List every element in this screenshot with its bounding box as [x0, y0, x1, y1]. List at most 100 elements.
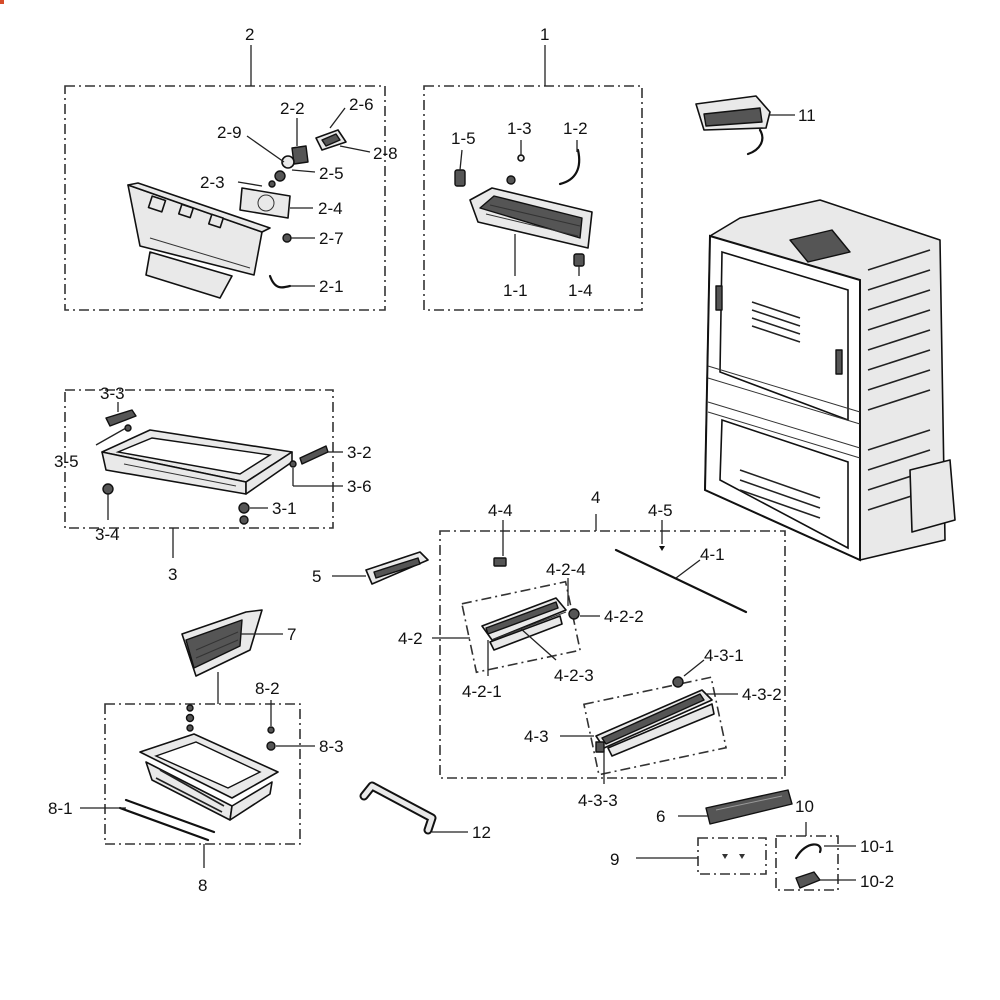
part-label-10-1: 10-1 [860, 837, 894, 856]
sensor-part[interactable] [506, 154, 525, 185]
part-label-7: 7 [287, 625, 296, 644]
connector-part-10-2[interactable] [795, 871, 821, 889]
part-label-8-1: 8-1 [48, 799, 73, 818]
group-10-box [775, 835, 839, 891]
part-label-10-2: 10-2 [860, 872, 894, 891]
leader-4-3-1 [683, 659, 705, 677]
group-4-box [439, 530, 786, 779]
part-label-1-5: 1-5 [451, 129, 476, 148]
harness-wire-part[interactable] [558, 148, 581, 186]
leader-2-5 [291, 169, 316, 173]
small-motor-parts[interactable] [268, 145, 309, 188]
group-1-box [423, 85, 643, 311]
motor-housing-part[interactable] [239, 187, 291, 219]
part-label-2-7: 2-7 [319, 229, 344, 248]
evaporator-cover-part[interactable] [469, 187, 593, 249]
part-label-4-3: 4-3 [524, 727, 549, 746]
subgroup-4-3-box [582, 676, 728, 776]
rail-part-right[interactable] [289, 445, 329, 468]
part-label-2-5: 2-5 [319, 164, 344, 183]
refrigerator-cabinet [703, 199, 956, 562]
rail-part-left[interactable] [105, 409, 137, 432]
wire-part[interactable] [268, 274, 292, 289]
part-label-4-5: 4-5 [648, 501, 673, 520]
leader-1-5 [459, 149, 463, 171]
leader-4-2-3 [519, 627, 557, 661]
part-label-4-2-3: 4-2-3 [554, 666, 594, 685]
part-label-2-4: 2-4 [318, 199, 343, 218]
part-label-3-4: 3-4 [95, 525, 120, 544]
freezer-drawer-frame[interactable] [101, 429, 293, 495]
part-label-4-2-4: 4-2-4 [546, 560, 586, 579]
part-label-4-2-1: 4-2-1 [462, 682, 502, 701]
part-label-2-1: 2-1 [319, 277, 344, 296]
group-4-label: 4 [591, 488, 600, 507]
corner-accent-mark [0, 0, 4, 4]
basket-part[interactable] [139, 733, 279, 821]
part-label-2-6: 2-6 [349, 95, 374, 114]
ice-maker-part[interactable] [695, 95, 771, 156]
wire-part-10-1[interactable] [794, 843, 822, 860]
part-label-1-2: 1-2 [563, 119, 588, 138]
part-label-11: 11 [798, 106, 816, 125]
part-label-8-2: 8-2 [255, 679, 280, 698]
part-label-4-3-1: 4-3-1 [704, 646, 744, 665]
part-label-2-3: 2-3 [200, 173, 225, 192]
rail-rod-part-4-1[interactable] [614, 548, 748, 614]
roller-part-right[interactable] [238, 502, 250, 525]
group-3-label: 3 [168, 565, 177, 584]
stopper-part-4-2-2[interactable] [568, 608, 580, 620]
divider-part-7[interactable] [181, 609, 263, 677]
part-label-5: 5 [312, 567, 321, 586]
screws-part-9[interactable] [722, 854, 745, 859]
leader-2-9 [246, 135, 285, 163]
bracket-part-5[interactable] [365, 551, 429, 585]
guide-part-4-4[interactable] [493, 557, 507, 567]
screw-part[interactable] [282, 233, 292, 243]
stopper-part-4-3-1[interactable] [672, 676, 684, 688]
clip-part-bottom[interactable] [573, 253, 585, 267]
part-label-4-2: 4-2 [398, 629, 423, 648]
cover-part-6[interactable] [705, 789, 793, 825]
handle-part-12[interactable] [359, 781, 437, 835]
freezer-panel-assembly[interactable] [127, 182, 271, 299]
part-label-4-4: 4-4 [488, 501, 513, 520]
part-label-4-3-2: 4-3-2 [742, 685, 782, 704]
group-8-box [104, 703, 301, 845]
fan-part[interactable] [315, 129, 347, 151]
basket-rail-part[interactable] [118, 798, 216, 842]
part-label-3-2: 3-2 [347, 443, 372, 462]
group-2-box [64, 85, 386, 311]
part-label-4-3-3: 4-3-3 [578, 791, 618, 810]
part-label-3-1: 3-1 [272, 499, 297, 518]
stopper-parts[interactable] [185, 704, 276, 751]
part-label-1-1: 1-1 [503, 281, 528, 300]
group-8-label: 8 [198, 876, 207, 895]
group-3-box [64, 389, 334, 529]
leader-2-3 [237, 181, 263, 187]
part-label-2-2: 2-2 [280, 99, 305, 118]
part-9-box [697, 837, 767, 875]
slide-rail-right[interactable] [595, 689, 715, 757]
roller-part-left[interactable] [102, 483, 114, 495]
part-label-8-3: 8-3 [319, 737, 344, 756]
part-label-2-8: 2-8 [373, 144, 398, 163]
part-label-4-2-2: 4-2-2 [604, 607, 644, 626]
part-label-3-3: 3-3 [100, 384, 125, 403]
leader-4-1 [675, 559, 701, 579]
slide-rail-left[interactable] [481, 597, 567, 651]
screw-part-4-5[interactable] [659, 546, 665, 551]
part-label-9: 9 [610, 850, 619, 869]
leader-2-8 [339, 145, 371, 153]
group-1-label: 1 [540, 25, 549, 44]
group-10-label: 10 [795, 797, 814, 816]
part-label-1-3: 1-3 [507, 119, 532, 138]
part-label-3-5: 3-5 [54, 452, 79, 471]
clip-part-left[interactable] [454, 169, 466, 187]
leader-3-5 [95, 427, 127, 446]
part-label-12: 12 [472, 823, 491, 842]
part-label-4-1: 4-1 [700, 545, 725, 564]
part-label-3-6: 3-6 [347, 477, 372, 496]
leader-2-6 [329, 107, 346, 129]
